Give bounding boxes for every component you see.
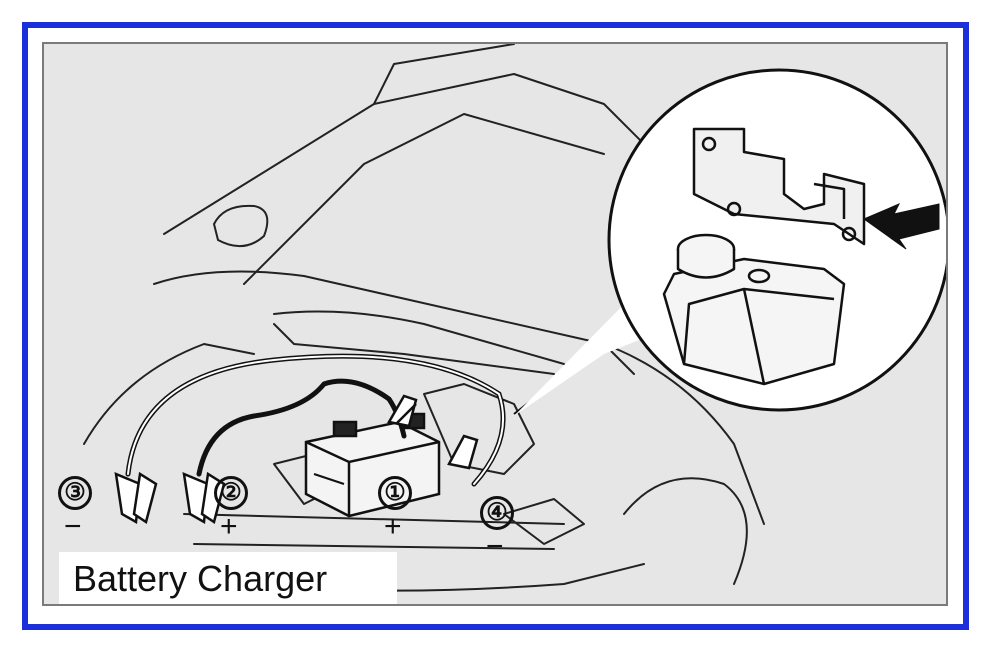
engine-detail [423,383,535,475]
engine-detail-3 [503,498,585,545]
hood-outline [153,270,635,375]
body-side [603,343,765,525]
arrow-icon [862,203,940,250]
side-mirror [213,204,269,247]
wheel-arch [623,477,748,585]
a-pillar [243,113,605,285]
terminal-3-sign: − [64,510,82,543]
terminal-2-sign: + [220,510,238,543]
terminal-4-number: ④ [480,496,514,530]
front-fender [83,343,255,445]
hood-inner [273,310,565,365]
alligator-clamp-icon [387,394,479,470]
windshield-outline [163,73,645,235]
alligator-clamp-icon [114,471,226,525]
hood-lip [273,323,555,375]
diagram-panel: ③ − ② + ① + ④ − Battery Charger [42,42,948,606]
battery-charger-label-box: Battery Charger [59,552,397,604]
terminal-3-number: ③ [58,476,92,510]
terminal-1-sign: + [384,510,402,543]
battery-charger-label: Battery Charger [73,558,328,599]
terminal-1-number: ① [378,476,412,510]
diagram-frame: ③ − ② + ① + ④ − Battery Charger [22,22,969,630]
bracket [692,127,866,246]
terminal-4-sign: − [486,530,504,563]
detail-view [607,68,946,412]
roof-line [373,44,515,105]
positive-cable [196,378,407,477]
battery [304,412,441,518]
callout-pointer-fill [514,294,654,416]
terminal-2-number: ② [214,476,248,510]
